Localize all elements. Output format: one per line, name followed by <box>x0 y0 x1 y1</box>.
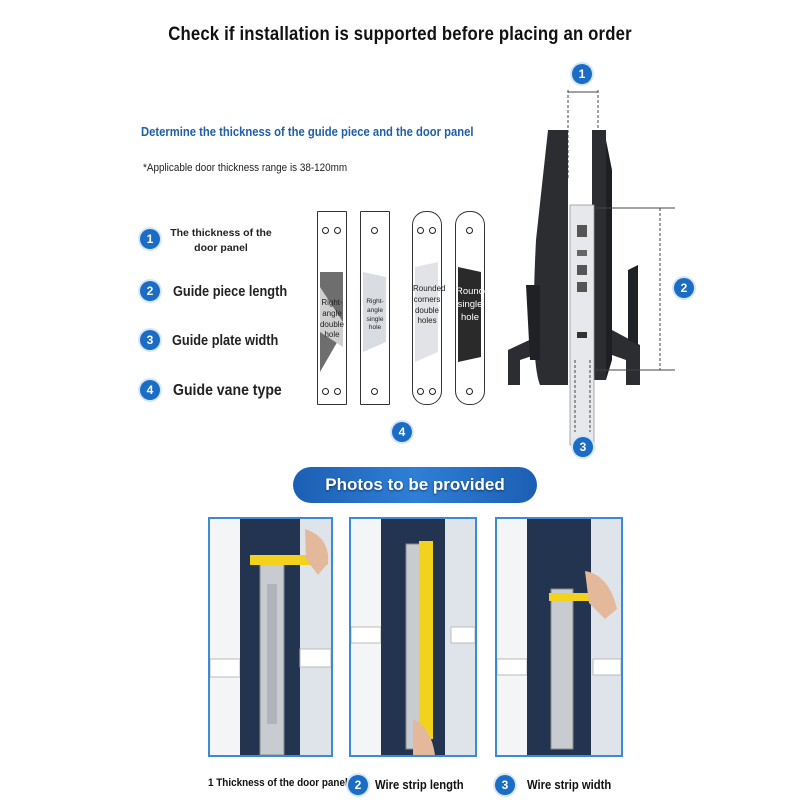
plate-label: Rounded corners double holes <box>413 284 446 326</box>
section-subtitle: Determine the thickness of the guide pie… <box>141 125 474 139</box>
plate-reflection-graphic <box>458 267 481 362</box>
plate-hole <box>429 227 436 234</box>
plate-hole <box>466 227 473 234</box>
plate-hole <box>334 227 341 234</box>
legend-label-vane-type: Guide vane type <box>173 382 282 399</box>
plate-right-angle-double: Right-angle double hole <box>317 211 347 405</box>
photo-wire-strip-length <box>349 517 477 757</box>
photo-wire-strip-width-illustration <box>497 519 621 755</box>
legend-label-guide-length: Guide piece length <box>173 284 288 300</box>
plate-label: Rounded single hole <box>456 286 495 323</box>
plate-hole <box>371 227 378 234</box>
legend-badge-3: 3 <box>140 330 160 350</box>
plate-right-angle-single: Right-angle single hole <box>360 211 390 405</box>
diagram-badge-1: 1 <box>572 64 592 84</box>
plate-hole <box>322 227 329 234</box>
plate-rounded-double: Rounded corners double holes <box>412 211 446 405</box>
plate-hole <box>429 388 436 395</box>
lock-diagram <box>508 90 675 446</box>
plate-hole <box>371 388 378 395</box>
photos-banner: Photos to be provided <box>293 467 537 503</box>
legend-label-door-thickness: The thickness of the door panel <box>170 227 272 255</box>
plate-hole <box>322 388 329 395</box>
plate-hole <box>417 388 424 395</box>
photo-door-thickness-illustration <box>210 519 331 755</box>
plate-reflection-graphic <box>415 262 438 362</box>
plates-badge-4: 4 <box>392 422 412 442</box>
legend-label-plate-width: Guide plate width <box>172 333 279 349</box>
diagram-badge-2: 2 <box>674 278 694 298</box>
caption-badge-3: 3 <box>495 775 515 795</box>
plate-hole <box>466 388 473 395</box>
legend-badge-4: 4 <box>140 380 160 400</box>
plate-label: Right-angle double hole <box>319 298 345 340</box>
photo-wire-strip-width <box>495 517 623 757</box>
page-title: Check if installation is supported befor… <box>168 24 632 45</box>
thickness-range-note: *Applicable door thickness range is 38-1… <box>143 162 348 174</box>
caption-door-thickness: 1 Thickness of the door panel <box>208 777 348 789</box>
caption-badge-2: 2 <box>348 775 368 795</box>
plate-label: Right-angle single hole <box>366 298 384 332</box>
legend-badge-1: 1 <box>140 229 160 249</box>
photo-wire-strip-length-illustration <box>351 519 475 755</box>
plate-hole <box>417 227 424 234</box>
plate-reflection-graphic <box>320 272 343 372</box>
photo-door-thickness <box>208 517 333 757</box>
plate-hole <box>334 388 341 395</box>
plate-rounded-single: Rounded single hole <box>455 211 495 405</box>
caption-wire-length: Wire strip length <box>375 778 464 792</box>
diagram-badge-3: 3 <box>573 437 593 457</box>
plate-reflection-graphic <box>363 272 386 352</box>
legend-badge-2: 2 <box>140 281 160 301</box>
caption-wire-width: Wire strip width <box>527 778 612 792</box>
